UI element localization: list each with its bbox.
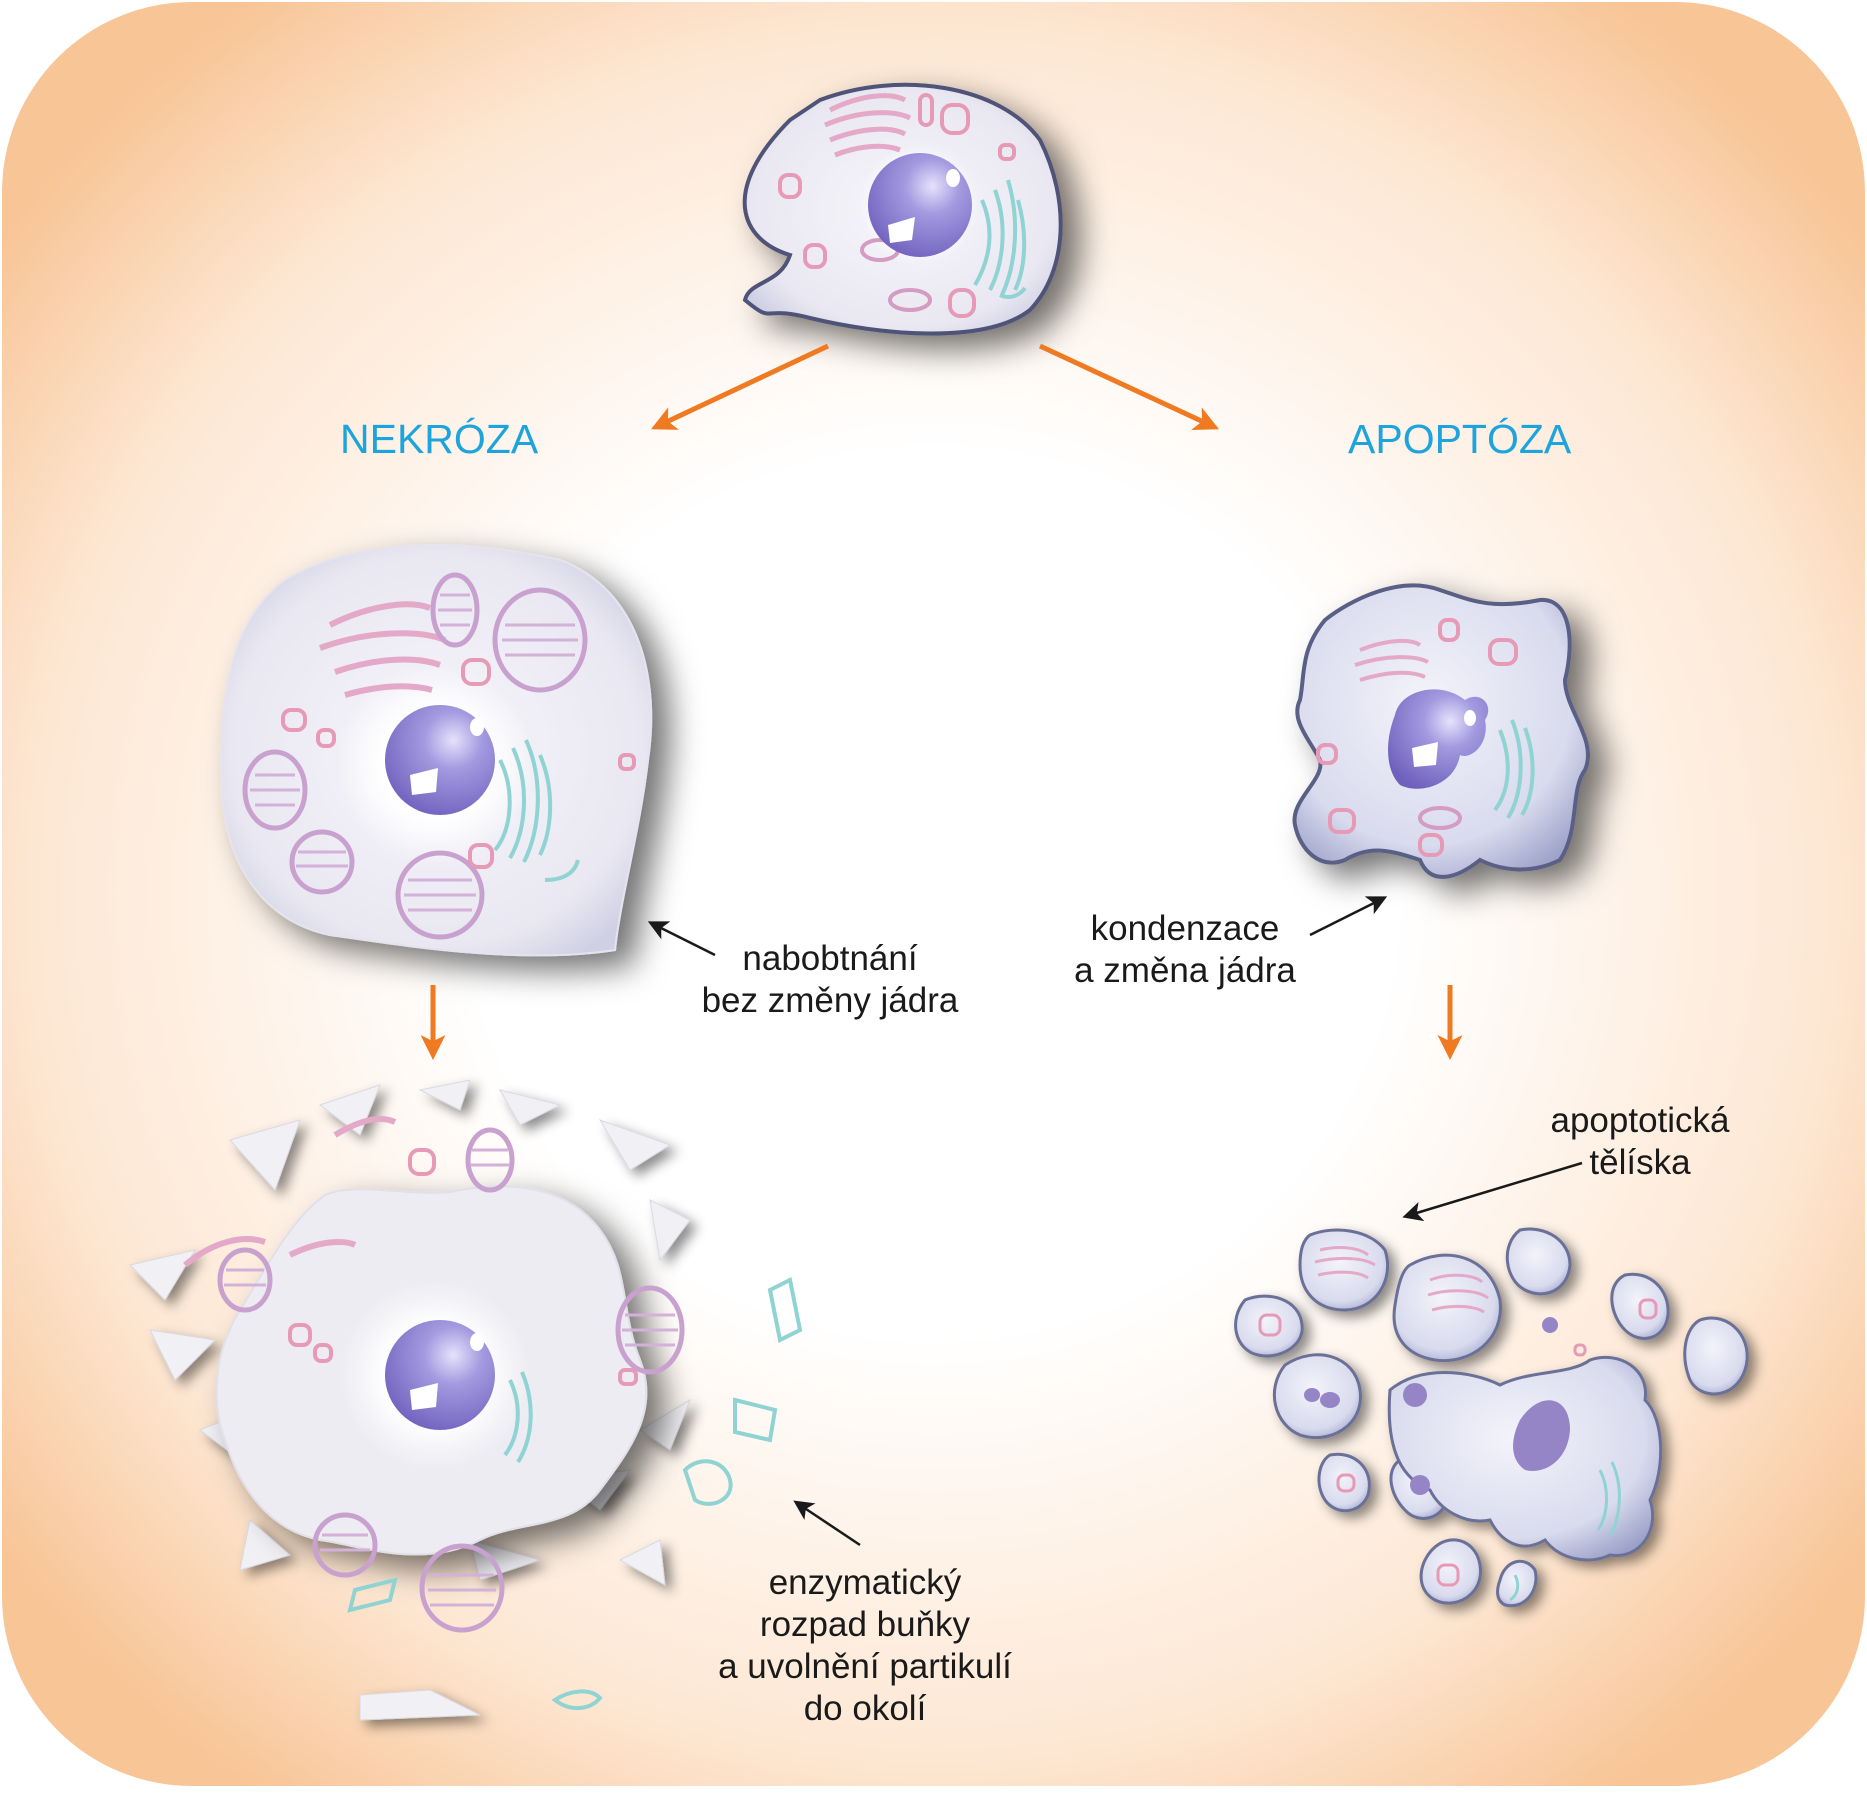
label-apoptotic-bodies-line-2: tělíska: [1589, 1143, 1691, 1182]
label-enzymatic: enzymatický rozpad buňky a uvolnění part…: [690, 1562, 1040, 1730]
label-condensation-line-1: kondenzace: [1090, 909, 1280, 948]
ruptured-cell: [129, 1079, 803, 1721]
pointer-swelling: [647, 921, 716, 957]
label-swelling-line-1: nabobtnání: [742, 939, 918, 978]
pointer-apoptotic-bodies: [1402, 1161, 1583, 1222]
label-apoptotic-bodies-line-1: apoptotická: [1550, 1101, 1730, 1140]
label-enzymatic-line-2: rozpad buňky: [759, 1605, 971, 1644]
arrow-to-necrosis: [650, 343, 830, 430]
pointer-condensation: [1309, 896, 1388, 937]
label-condensation: kondenzace a změna jádra: [1060, 908, 1310, 992]
title-necrosis: NEKRÓZA: [340, 416, 539, 462]
arrow-to-apoptosis: [1038, 343, 1220, 431]
label-enzymatic-line-3: a uvolnění partikulí: [718, 1647, 1012, 1686]
label-swelling-line-2: bez změny jádra: [701, 981, 959, 1020]
pointer-enzymatic: [793, 1500, 861, 1547]
label-condensation-line-2: a změna jádra: [1074, 951, 1296, 990]
swollen-cell: [220, 544, 653, 957]
shrunken-cell: [1292, 583, 1590, 879]
label-enzymatic-line-1: enzymatický: [768, 1563, 962, 1602]
label-enzymatic-line-4: do okolí: [803, 1689, 927, 1728]
label-apoptotic-bodies: apoptotická tělíska: [1520, 1100, 1760, 1184]
apoptotic-bodies: [1234, 1227, 1749, 1608]
title-apoptosis: APOPTÓZA: [1348, 416, 1572, 462]
label-swelling: nabobtnání bez změny jádra: [680, 938, 980, 1022]
normal-cell: [742, 82, 1063, 336]
